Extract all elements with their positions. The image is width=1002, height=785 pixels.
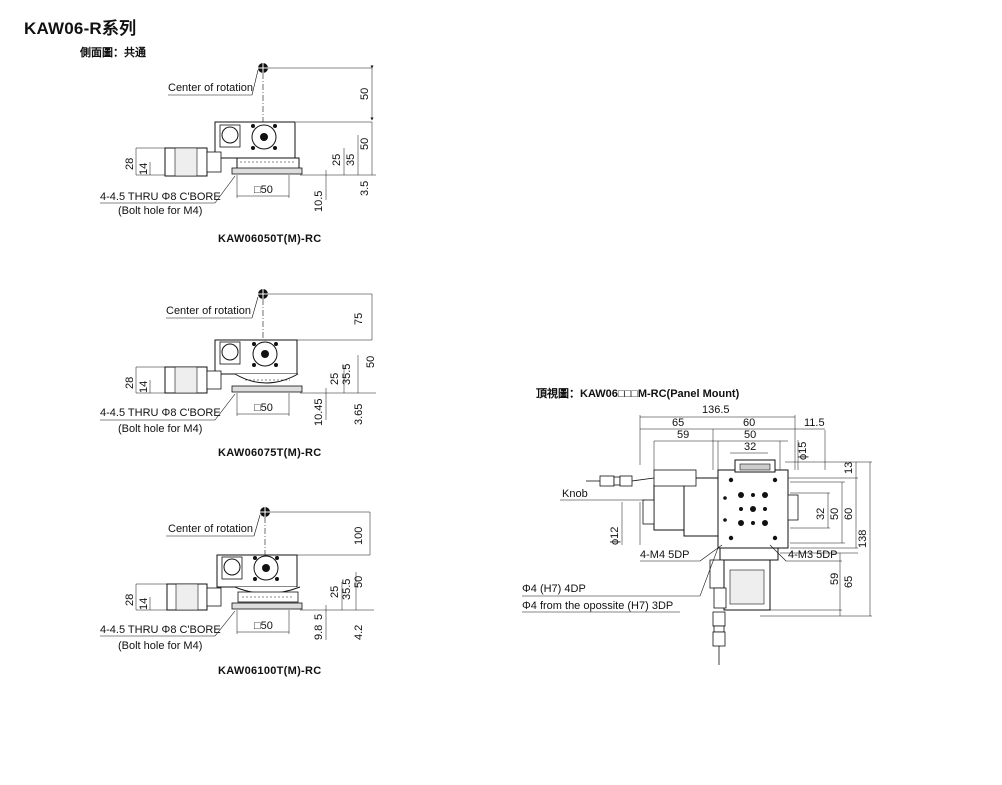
hole-label-2: (Bolt hole for M4) bbox=[118, 640, 202, 652]
dim-h50: 50 bbox=[829, 508, 841, 520]
model-caption-2: KAW06075T(M)-RC bbox=[218, 447, 322, 459]
top-view: 136.5 65 60 11.5 59 50 32 ϕ15 13 32 50 6… bbox=[522, 404, 872, 665]
top-view-label: 頂視圖：KAW06□□□M-RC(Panel Mount) bbox=[536, 388, 740, 400]
dim-h25: 25 bbox=[329, 586, 341, 598]
hole-label-2: (Bolt hole for M4) bbox=[118, 423, 202, 435]
side-view-2: Center of rotation 75 50 35.5 25 3.65 10… bbox=[100, 289, 377, 435]
dim-h28: 28 bbox=[124, 594, 136, 606]
dim-h32: 32 bbox=[815, 508, 827, 520]
m4-label: 4-M4 5DP bbox=[640, 549, 690, 561]
dim-w32: 32 bbox=[744, 441, 756, 453]
side-view-3: Center of rotation 100 50 35.5 25 4.2 9.… bbox=[100, 507, 374, 652]
dim-h14: 14 bbox=[138, 598, 150, 610]
dim-h28: 28 bbox=[124, 377, 136, 389]
hole-label-1: 4-4.5 THRU Φ8 C'BORE bbox=[100, 407, 221, 419]
dim-h25: 25 bbox=[329, 373, 341, 385]
dim-d15: ϕ15 bbox=[797, 442, 809, 460]
dim-height-top: 100 bbox=[353, 527, 365, 545]
dim-w11_5: 11.5 bbox=[804, 417, 825, 429]
pin-label-1: Φ4 (H7) 4DP bbox=[522, 583, 586, 595]
model-caption-3: KAW06100T(M)-RC bbox=[218, 665, 322, 677]
side-view-1: Center of rotation 50 50 35 25 3.5 10.5 bbox=[100, 63, 376, 217]
dim-bottom-mid: 5 bbox=[313, 614, 325, 620]
side-view-label: 側面圖：共通 bbox=[80, 47, 146, 59]
connector-bottom bbox=[712, 611, 726, 665]
dim-bottom-left: 10.45 bbox=[313, 398, 325, 426]
dim-w60: 60 bbox=[743, 417, 755, 429]
dim-h35: 35 bbox=[345, 154, 357, 166]
dim-h59: 59 bbox=[829, 573, 841, 585]
pin-label-2: Φ4 from the opossite (H7) 3DP bbox=[522, 600, 673, 612]
hole-label-1: 4-4.5 THRU Φ8 C'BORE bbox=[100, 191, 221, 203]
center-of-rotation-label: Center of rotation bbox=[168, 82, 253, 94]
dim-square50: □50 bbox=[254, 402, 273, 414]
connector-left bbox=[586, 475, 655, 487]
dim-h50: 50 bbox=[353, 576, 365, 588]
dim-square50: □50 bbox=[254, 620, 273, 632]
dim-h50: 50 bbox=[359, 138, 371, 150]
dim-w65: 65 bbox=[672, 417, 684, 429]
center-of-rotation-label: Center of rotation bbox=[168, 523, 253, 535]
dim-d12: ϕ12 bbox=[609, 527, 621, 545]
dim-h25: 25 bbox=[331, 154, 343, 166]
dim-h65: 65 bbox=[843, 576, 855, 588]
dim-bottom-left: 9.8 bbox=[313, 625, 325, 640]
dim-bottom-left: 10.5 bbox=[313, 191, 325, 212]
dim-bottom-right: 3.5 bbox=[359, 181, 371, 196]
center-of-rotation-label: Center of rotation bbox=[166, 305, 251, 317]
dim-height-top: 75 bbox=[353, 313, 365, 325]
m3-label: 4-M3 5DP bbox=[788, 549, 838, 561]
dim-square50: □50 bbox=[254, 184, 273, 196]
page-title: KAW06-R系列 bbox=[24, 19, 137, 38]
dim-height-top: 50 bbox=[359, 88, 371, 100]
hole-label-2: (Bolt hole for M4) bbox=[118, 205, 202, 217]
model-caption-1: KAW06050T(M)-RC bbox=[218, 233, 322, 245]
dim-h60: 60 bbox=[843, 508, 855, 520]
dim-bottom-right: 4.2 bbox=[353, 625, 365, 640]
dim-w59: 59 bbox=[677, 429, 689, 441]
dim-h13: 13 bbox=[843, 462, 855, 474]
dim-h50: 50 bbox=[365, 356, 377, 368]
dim-h35: 35.5 bbox=[341, 579, 353, 600]
dim-bottom-right: 3.65 bbox=[353, 404, 365, 425]
knob-label: Knob bbox=[562, 488, 588, 500]
dim-h138: 138 bbox=[857, 530, 869, 548]
dim-h28: 28 bbox=[124, 158, 136, 170]
dim-w50: 50 bbox=[744, 429, 756, 441]
hole-label-1: 4-4.5 THRU Φ8 C'BORE bbox=[100, 624, 221, 636]
dim-h14: 14 bbox=[138, 381, 150, 393]
dim-h35: 35.5 bbox=[341, 364, 353, 385]
dim-overall-width: 136.5 bbox=[702, 404, 730, 416]
dim-h14: 14 bbox=[138, 163, 150, 175]
